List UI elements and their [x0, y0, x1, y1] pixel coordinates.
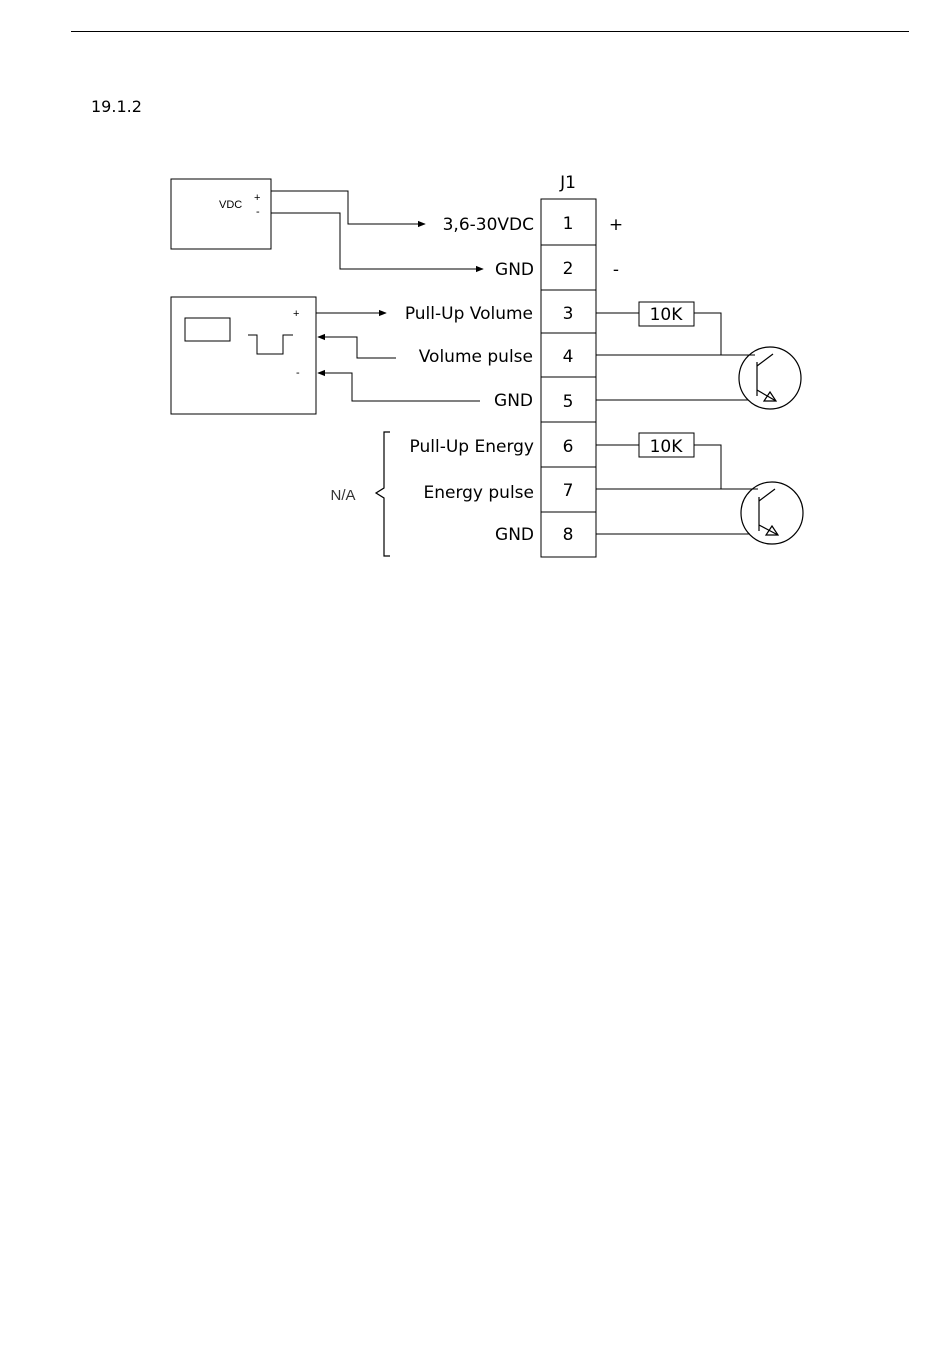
bracket — [376, 432, 390, 556]
connector-block — [541, 199, 596, 557]
pin-3: 3 — [563, 304, 574, 324]
connector-name: J1 — [559, 173, 576, 193]
signal-pin6: Pull-Up Energy — [410, 437, 534, 457]
signal-pin3: Pull-Up Volume — [405, 304, 533, 324]
polarity-minus: - — [613, 260, 619, 280]
polarity-plus: + — [609, 215, 623, 235]
pulse-waveform-icon — [248, 335, 293, 354]
bracket-label: N/A — [330, 487, 355, 504]
power-supply-label: VDC — [219, 199, 242, 211]
pin-1: 1 — [563, 214, 574, 234]
transistor-energy-icon — [741, 482, 803, 544]
pin-7: 7 — [563, 481, 574, 501]
signal-pin4: Volume pulse — [419, 347, 533, 367]
power-supply-minus: - — [256, 206, 260, 218]
pulse-device-plus: + — [293, 308, 299, 320]
power-supply-plus: + — [254, 192, 260, 204]
pulse-device-minus: - — [296, 367, 300, 379]
signal-pin8: GND — [495, 525, 534, 545]
pin-6: 6 — [563, 437, 574, 457]
signal-pin1: 3,6-30VDC — [443, 215, 534, 235]
pin-8: 8 — [563, 525, 574, 545]
display-icon — [185, 318, 230, 341]
pin-2: 2 — [563, 259, 574, 279]
signal-pin7: Energy pulse — [423, 483, 534, 503]
signal-pin5: GND — [494, 391, 533, 411]
pin-5: 5 — [563, 392, 574, 412]
transistor-volume-icon — [739, 347, 801, 409]
pin-4: 4 — [563, 347, 574, 367]
energy-circuit — [596, 445, 758, 534]
resistor-energy-label: 10K — [650, 437, 684, 457]
signal-pin2: GND — [495, 260, 534, 280]
resistor-volume-label: 10K — [650, 305, 684, 325]
